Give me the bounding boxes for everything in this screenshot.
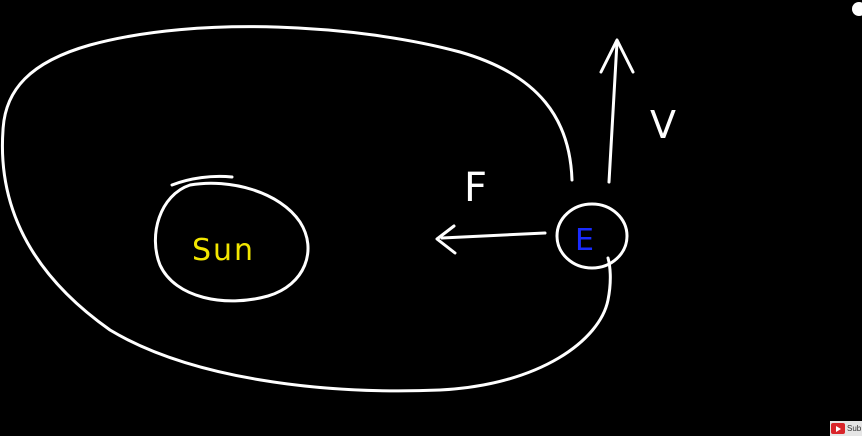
- subscribe-button[interactable]: Sub: [830, 421, 862, 436]
- force-label: F: [464, 165, 487, 211]
- corner-indicator: [852, 2, 862, 16]
- subscribe-label: Sub: [847, 424, 862, 433]
- sun-outline: [153, 181, 310, 303]
- play-icon: [831, 423, 845, 434]
- velocity-label: V: [650, 103, 676, 147]
- velocity-arrow-shaft: [607, 40, 619, 184]
- earth-outline: [555, 202, 629, 270]
- earth-label: E: [575, 223, 594, 258]
- sun-outline-tick: [170, 174, 234, 187]
- force-arrow-head: [435, 224, 457, 255]
- velocity-arrow-head: [599, 38, 635, 74]
- force-arrow-shaft: [440, 231, 547, 240]
- orbit-path: [0, 25, 612, 393]
- sun-label: Sun: [192, 233, 255, 268]
